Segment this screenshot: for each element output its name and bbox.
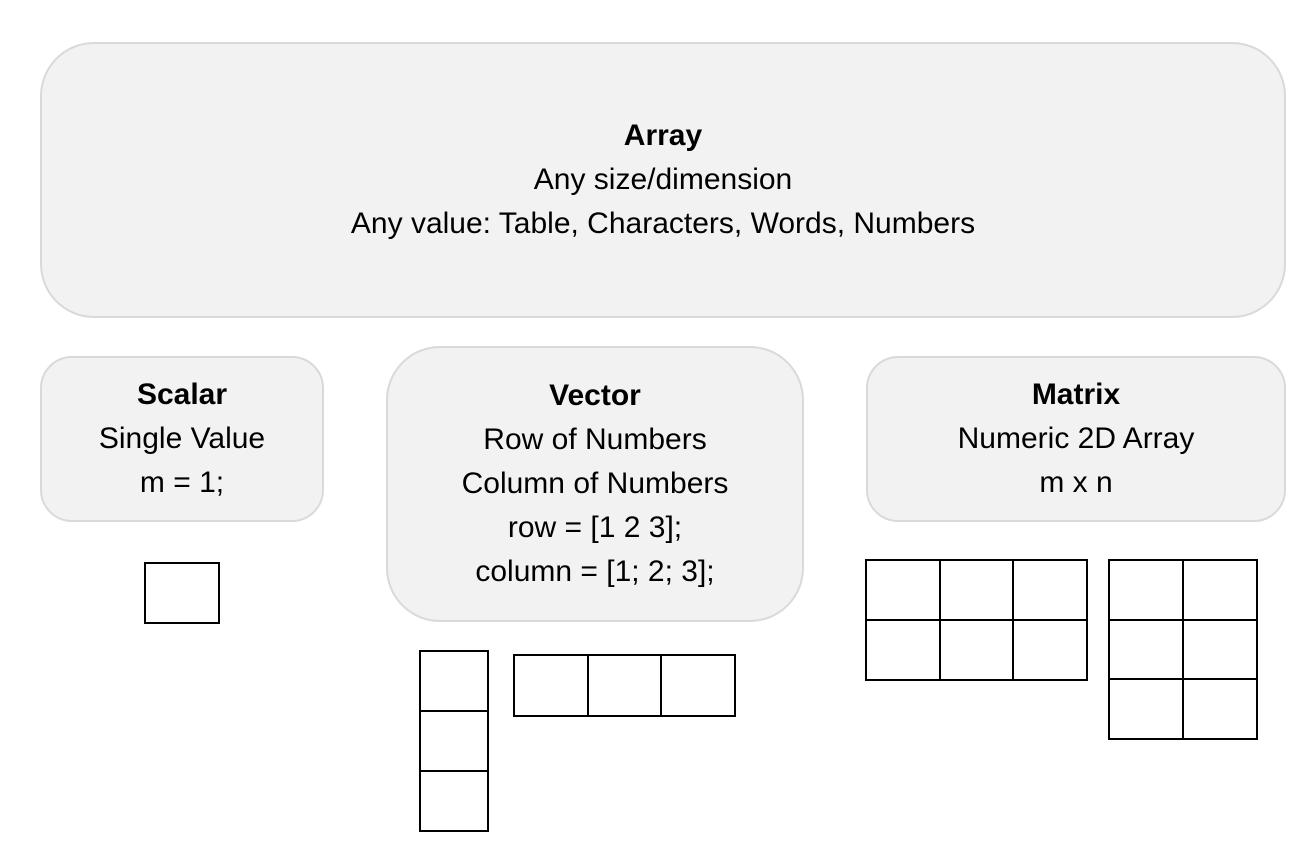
grid-cell [146,564,220,624]
vector-description-row: Row of Numbers [483,423,707,456]
matrix-title: Matrix [1031,378,1121,411]
grid-cell [1014,621,1088,681]
vector-description-column: Column of Numbers [461,467,729,500]
scalar-title: Scalar [136,378,228,411]
grid-cell [941,561,1014,621]
scalar-description: Single Value [98,422,266,455]
matrix-2x3-grid [865,559,1088,681]
grid-cell [421,772,489,832]
matrix-box: Matrix Numeric 2D Array m x n [866,356,1286,522]
grid-cell [421,652,489,712]
vector-box: Vector Row of Numbers Column of Numbers … [386,346,804,622]
grid-cell [941,621,1014,681]
grid-cell [1184,621,1258,680]
matrix-dimensions: m x n [1039,466,1113,499]
grid-cell [1014,561,1088,621]
scalar-grid [144,562,220,624]
vector-column-grid [419,650,489,832]
grid-cell [662,656,736,717]
scalar-box: Scalar Single Value m = 1; [40,356,324,522]
vector-row-grid [513,654,736,717]
grid-cell [1110,680,1184,740]
grid-cell [867,621,941,681]
array-description-size: Any size/dimension [533,163,793,196]
scalar-example: m = 1; [139,466,225,499]
grid-cell [421,712,489,772]
matrix-3x2-grid [1108,559,1258,740]
array-title: Array [623,119,703,152]
array-description-values: Any value: Table, Characters, Words, Num… [350,207,976,240]
matrix-description: Numeric 2D Array [957,422,1195,455]
vector-title: Vector [549,379,641,412]
grid-cell [515,656,589,717]
vector-example-column: column = [1; 2; 3]; [475,555,715,588]
grid-cell [1184,561,1258,621]
grid-cell [589,656,662,717]
grid-cell [1110,621,1184,680]
array-box: Array Any size/dimension Any value: Tabl… [40,42,1286,318]
grid-cell [1184,680,1258,740]
vector-example-row: row = [1 2 3]; [507,511,683,544]
grid-cell [1110,561,1184,621]
grid-cell [867,561,941,621]
